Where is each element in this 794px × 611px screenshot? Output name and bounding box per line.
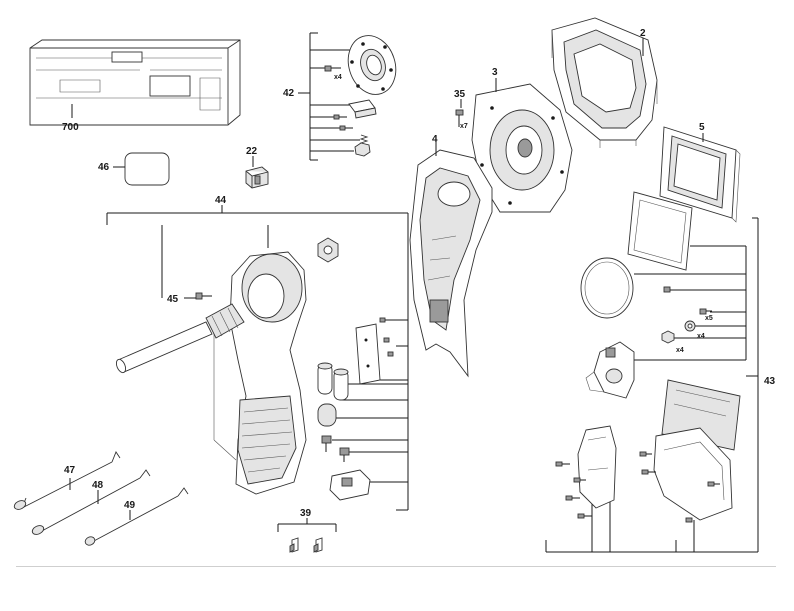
label-4: 4 <box>432 134 438 145</box>
label-49: 49 <box>124 500 136 511</box>
part-terminals <box>277 518 337 553</box>
qty-35: x7 <box>460 123 468 130</box>
label-22: 22 <box>246 146 258 157</box>
label-700: 700 <box>62 122 79 133</box>
footer-divider <box>16 566 776 567</box>
exploded-parts-diagram: 700 46 22 <box>13 17 776 553</box>
label-48: 48 <box>92 480 104 491</box>
part-housing-shell <box>409 149 493 378</box>
label-42: 42 <box>283 88 295 99</box>
part-screw-35 <box>455 109 464 127</box>
part-group-43 <box>545 191 759 553</box>
label-3: 3 <box>492 67 498 78</box>
label-44: 44 <box>215 195 227 206</box>
part-main-housing <box>551 17 658 148</box>
label-43: 43 <box>764 376 776 387</box>
label-2: 2 <box>640 28 646 39</box>
label-46: 46 <box>98 162 110 173</box>
qty-42: x4 <box>334 74 342 81</box>
qty-4a: x4 <box>697 333 705 340</box>
part-back-plate <box>471 83 573 213</box>
label-35: 35 <box>454 89 466 100</box>
part-probes <box>13 451 189 546</box>
part-carrying-case <box>29 39 241 126</box>
part-group-42 <box>298 32 397 161</box>
part-display-frame <box>659 126 741 223</box>
label-5: 5 <box>699 122 705 133</box>
qty-5: x5 <box>705 315 713 322</box>
part-clip <box>245 166 269 189</box>
part-group-44 <box>106 205 409 511</box>
part-label-plate <box>124 152 170 186</box>
label-45: 45 <box>167 294 179 305</box>
label-47: 47 <box>64 465 76 476</box>
label-39: 39 <box>300 508 312 519</box>
qty-4b: x4 <box>676 347 684 354</box>
